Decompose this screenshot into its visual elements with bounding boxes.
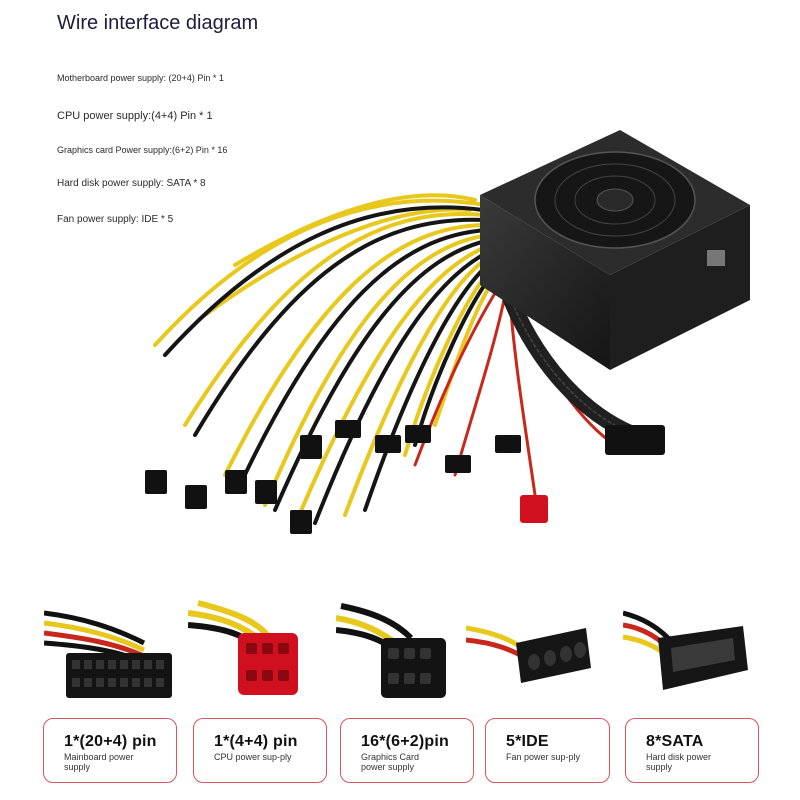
card-sata: 8*SATA Hard disk power supply: [625, 718, 759, 783]
page-title: Wire interface diagram: [57, 12, 259, 34]
spec-motherboard: Motherboard power supply: (20+4) Pin * 1: [57, 73, 224, 83]
card-title: 1*(20+4) pin: [64, 733, 157, 750]
card-title: 8*SATA: [646, 733, 704, 750]
spec-hard-disk: Hard disk power supply: SATA * 8: [57, 178, 206, 189]
8-pin-pcie-connector-icon: [336, 603, 446, 698]
card-ide: 5*IDE Fan power sup-ply: [485, 718, 610, 783]
8-pin-cpu-connector-icon: [188, 600, 298, 695]
card-graphics-card: 16*(6+2)pin Graphics Card power supply: [340, 718, 474, 783]
spec-graphics-card: Graphics card Power supply:(6+2) Pin * 1…: [57, 145, 228, 155]
power-supply-unit-icon: [145, 130, 750, 534]
card-subtitle: CPU power sup-ply: [214, 752, 292, 762]
card-subtitle: Mainboard power supply: [64, 752, 134, 772]
card-title: 1*(4+4) pin: [214, 733, 298, 750]
fan-grille-icon: [534, 151, 696, 249]
sata-connector-icon: [623, 610, 748, 690]
card-subtitle: Fan power sup-ply: [506, 752, 581, 762]
card-title: 16*(6+2)pin: [361, 733, 450, 750]
spec-cpu: CPU power supply:(4+4) Pin * 1: [57, 110, 213, 122]
24-pin-connector-icon: [44, 610, 172, 698]
card-title: 5*IDE: [506, 733, 549, 750]
card-mainboard: 1*(20+4) pin Mainboard power supply: [43, 718, 177, 783]
spec-fan: Fan power supply: IDE * 5: [57, 214, 174, 225]
card-subtitle: Hard disk power supply: [646, 752, 712, 772]
molex-ide-connector-icon: [466, 625, 591, 683]
card-subtitle: Graphics Card power supply: [361, 752, 420, 772]
card-cpu: 1*(4+4) pin CPU power sup-ply: [193, 718, 327, 783]
